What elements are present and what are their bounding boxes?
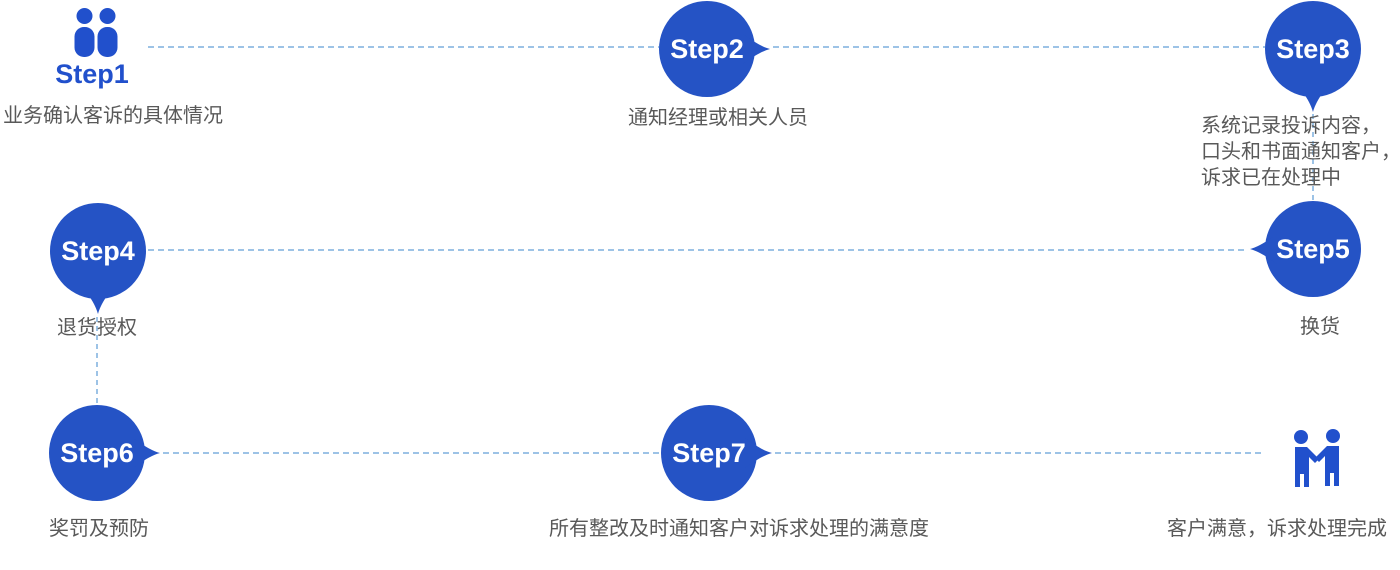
step1-label: Step1 [55, 59, 129, 89]
step4-node: Step4 [50, 203, 146, 321]
step7-caption: 所有整改及时通知客户对诉求处理的满意度 [549, 518, 929, 540]
step3-label: Step3 [1276, 33, 1350, 64]
connector-step5-step4 [148, 249, 1248, 251]
people-icon [74, 8, 118, 57]
step5-label: Step5 [1276, 233, 1350, 264]
step7-node: Step7 [661, 405, 779, 501]
step2-bubble-icon [659, 1, 770, 97]
connector-step1-step2 [148, 46, 659, 48]
step7-bubble-icon [661, 405, 772, 501]
step3-caption-line2: 口头和书面通知客户， [1201, 141, 1400, 163]
step3-caption-line3: 诉求已在处理中 [1201, 167, 1341, 189]
step6-bubble-icon [49, 405, 160, 501]
connector-step4-step6 [96, 317, 98, 405]
step2-caption: 通知经理或相关人员 [628, 107, 808, 129]
step4-bubble-icon [50, 203, 146, 314]
step4-caption: 退货授权 [57, 317, 137, 339]
step6-caption: 奖罚及预防 [49, 518, 149, 540]
step3-bubble-icon [1265, 1, 1361, 112]
step2-label: Step2 [670, 33, 744, 64]
step3-caption-line1: 系统记录投诉内容， [1201, 115, 1381, 137]
handshake-icon [1294, 429, 1340, 487]
step6-node: Step6 [49, 405, 167, 501]
connector-step6-step7 [163, 452, 660, 454]
finish-caption: 客户满意，诉求处理完成 [1167, 518, 1387, 540]
connector-step2-step3 [773, 46, 1265, 48]
step6-label: Step6 [60, 437, 134, 468]
finish-group [1260, 420, 1400, 500]
step2-node: Step2 [659, 1, 777, 97]
step3-caption: 系统记录投诉内容， 口头和书面通知客户， 诉求已在处理中 [1201, 113, 1400, 191]
step4-label: Step4 [61, 235, 135, 266]
step5-caption: 换货 [1300, 316, 1340, 338]
connector-step7-finish [775, 452, 1263, 454]
step5-bubble-icon [1250, 201, 1361, 297]
step1-caption: 业务确认客诉的具体情况 [3, 105, 223, 127]
step7-label: Step7 [672, 437, 746, 468]
step3-node: Step3 [1265, 1, 1361, 119]
step1-group: Step1 [0, 0, 200, 100]
connector-step3-step5 [1312, 114, 1314, 201]
step5-node: Step5 [1243, 201, 1361, 297]
